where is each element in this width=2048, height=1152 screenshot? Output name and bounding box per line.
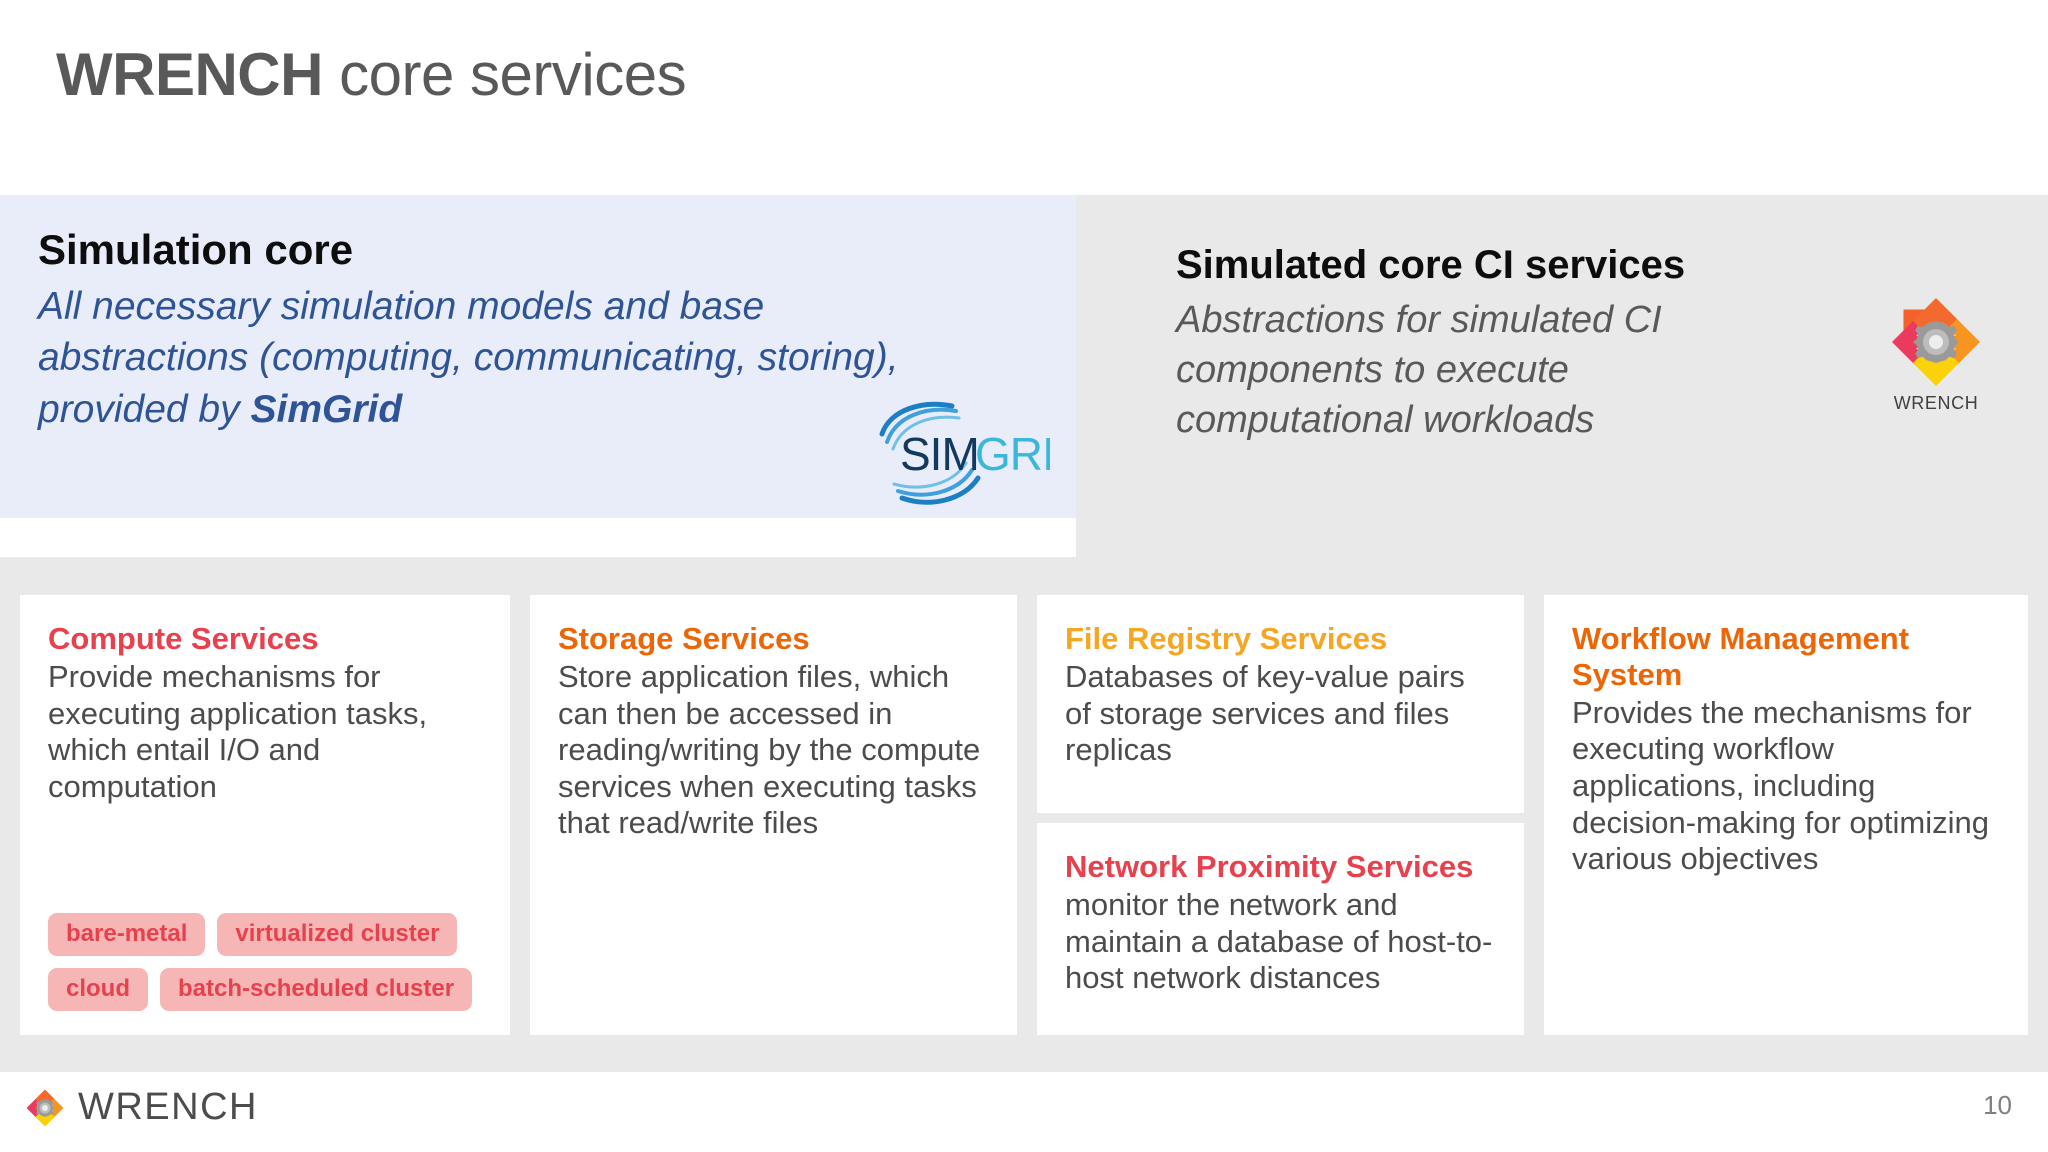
slide-footer: WRENCH 10 <box>0 1072 2048 1152</box>
wrench-logo-footer-icon <box>26 1089 64 1126</box>
simulation-core-body-lead: All necessary simulation models and base… <box>38 285 899 431</box>
simgrid-logo: SIM GRID <box>860 398 1087 510</box>
page-number: 10 <box>1983 1090 2012 1120</box>
compute-services-pill-group: bare-metal virtualized cluster cloud bat… <box>48 913 488 1011</box>
card-title-workflow-management-system: Workflow Management System <box>1572 621 1910 692</box>
card-network-proximity-services: Network Proximity Services monitor the n… <box>1037 823 1524 1035</box>
card-title-compute-services: Compute Services <box>48 621 319 656</box>
simgrid-logo-text-dark: SIM <box>900 428 979 480</box>
page-title-regular: core services <box>322 41 687 108</box>
simulation-core-heading: Simulation core <box>38 226 354 273</box>
pill-cloud[interactable]: cloud <box>48 968 148 1011</box>
simulated-ci-services-panel: Simulated core CI services Abstractions … <box>1076 195 2048 565</box>
card-title-storage-services: Storage Services <box>558 621 810 656</box>
gear-icon <box>1913 321 1959 363</box>
gear-icon <box>35 1098 55 1117</box>
footer-wordmark: WRENCH <box>78 1086 258 1128</box>
simulation-core-body-bold: SimGrid <box>250 387 403 431</box>
page-title-bold: WRENCH <box>56 41 323 108</box>
simulated-ci-services-body: Abstractions for simulated CI components… <box>1176 299 1662 442</box>
wrench-logo-caption: WRENCH <box>1893 393 1979 413</box>
card-text-compute-services: Provide mechanisms for executing applica… <box>48 658 428 804</box>
card-file-registry-services: File Registry Services Databases of key-… <box>1037 595 1524 813</box>
pill-bare-metal[interactable]: bare-metal <box>48 913 206 956</box>
pill-row-2: cloud batch-scheduled cluster <box>48 968 488 1011</box>
wrench-logo: WRENCH <box>1874 292 1998 420</box>
footer-brand: WRENCH <box>24 1086 258 1129</box>
pill-row-1: bare-metal virtualized cluster <box>48 913 488 956</box>
card-storage-services: Storage Services Store application files… <box>530 595 1017 1035</box>
simulated-ci-services-heading: Simulated core CI services <box>1176 243 1686 287</box>
page-title: WRENCH core services <box>56 40 687 109</box>
card-compute-services: Compute Services Provide mechanisms for … <box>20 595 510 1035</box>
pill-virtualized-cluster[interactable]: virtualized cluster <box>217 913 458 956</box>
card-title-file-registry-services: File Registry Services <box>1065 621 1388 656</box>
simulation-core-panel: Simulation core All necessary simulation… <box>0 195 1076 518</box>
card-text-storage-services: Store application files, which can then … <box>558 658 981 841</box>
card-text-workflow-management-system: Provides the mechanisms for executing wo… <box>1572 694 1989 877</box>
simgrid-logo-text-light: GRID <box>975 428 1050 480</box>
card-title-network-proximity-services: Network Proximity Services <box>1065 849 1474 884</box>
card-workflow-management-system: Workflow Management System Provides the … <box>1544 595 2028 1035</box>
pill-batch-scheduled-cluster[interactable]: batch-scheduled cluster <box>160 968 473 1011</box>
card-text-file-registry-services: Databases of key-value pairs of storage … <box>1065 658 1465 768</box>
wrench-logo-mark <box>1892 298 1980 386</box>
card-text-network-proximity-services: monitor the network and maintain a datab… <box>1065 886 1493 996</box>
simulation-core-body: All necessary simulation models and base… <box>38 281 938 435</box>
